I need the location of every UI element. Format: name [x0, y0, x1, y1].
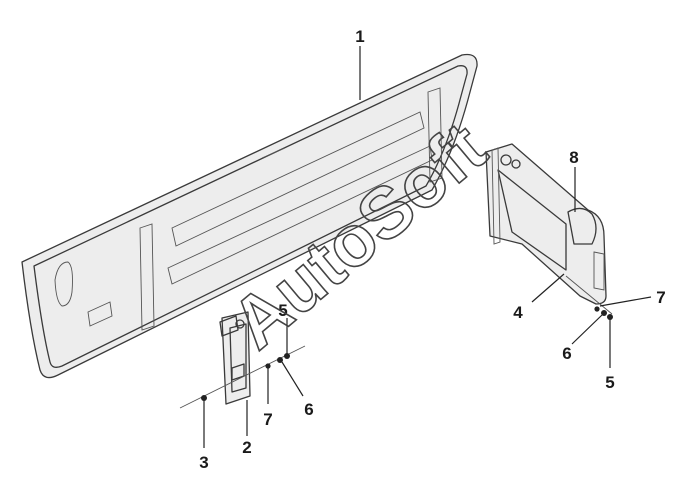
bolt-5-right — [607, 314, 613, 320]
pin-3 — [201, 395, 207, 401]
callout-8: 8 — [569, 148, 578, 167]
nut-6-left — [277, 357, 283, 363]
callout-6-right: 6 — [562, 344, 571, 363]
leader-6-right — [571, 314, 603, 345]
callout-2: 2 — [242, 438, 251, 457]
callout-6-left: 6 — [304, 400, 313, 419]
bolt-5-left — [284, 353, 290, 359]
leader-7-right — [599, 296, 652, 307]
pivot-axis-right — [565, 275, 613, 315]
callout-5-right: 5 — [605, 373, 614, 392]
washer-7-left — [265, 363, 271, 369]
callout-3: 3 — [199, 453, 208, 472]
callout-1: 1 — [355, 27, 364, 46]
side-bracket-right — [485, 143, 607, 305]
callout-5-left: 5 — [278, 301, 287, 320]
side-board-panel — [21, 53, 478, 379]
leader-4 — [531, 273, 565, 303]
callout-7-left: 7 — [263, 410, 272, 429]
hinge-bracket-left — [219, 311, 251, 405]
nut-6-right — [601, 310, 607, 316]
leader-6-left — [281, 361, 304, 397]
washer-7-right — [594, 306, 600, 312]
callout-4: 4 — [513, 303, 523, 322]
callout-7-right: 7 — [656, 288, 665, 307]
